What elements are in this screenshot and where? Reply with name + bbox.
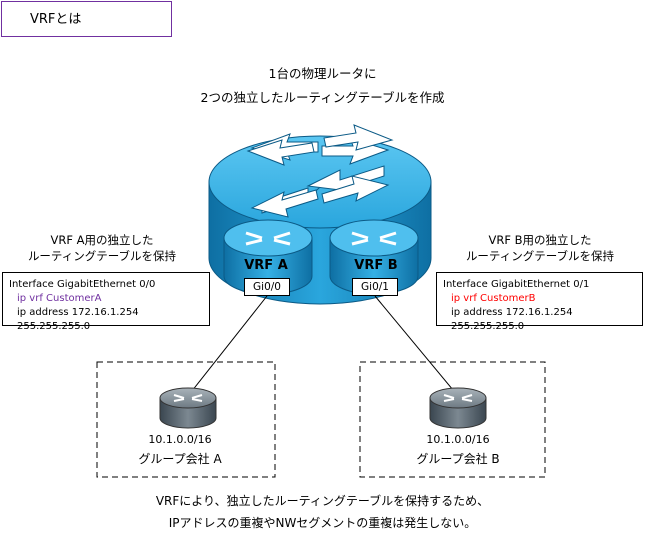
vrf-a-desc-line2: ルーティングテーブルを保持 xyxy=(27,249,177,263)
group-b-network: 10.1.0.0/16 xyxy=(426,433,490,446)
title-text: VRFとは xyxy=(30,12,82,27)
link-a xyxy=(187,295,268,397)
group-a-network: 10.1.0.0/16 xyxy=(148,433,212,446)
vrf-a-config-line1: Interface GigabitEthernet 0/0 xyxy=(9,279,156,290)
headline-line2: 2つの独立したルーティングテーブルを作成 xyxy=(200,90,445,105)
vrf-b-desc-line1: VRF B用の独立した xyxy=(488,233,592,247)
vrf-a-description: VRF A用の独立した ルーティングテーブルを保持 xyxy=(22,232,182,264)
vrf-b-config-line1: Interface GigabitEthernet 0/1 xyxy=(443,279,590,290)
group-b-box xyxy=(359,361,546,478)
vrf-b-config-line3: ip address 172.16.1.254 255.255.255.0 xyxy=(451,307,573,332)
vrf-a-config-line2: ip vrf CustomerA xyxy=(17,293,102,304)
vrf-a-config-line3: ip address 172.16.1.254 255.255.255.0 xyxy=(17,307,139,332)
interface-gi00-label: Gi0/0 xyxy=(244,278,290,296)
headline-line1: 1台の物理ルータに xyxy=(268,66,377,81)
vrf-a-desc-line1: VRF A用の独立した xyxy=(50,233,154,247)
title-box: VRFとは xyxy=(1,1,172,37)
group-a-box xyxy=(96,361,276,478)
group-b-router-icon xyxy=(429,387,487,429)
footer-line2: IPアドレスの重複やNWセグメントの重複は発生しない。 xyxy=(168,516,477,530)
group-a-label: グループ会社 A xyxy=(138,452,222,466)
vrf-b-config-line2: ip vrf CustomerB xyxy=(451,293,536,304)
interface-gi01-label: Gi0/1 xyxy=(352,278,398,296)
vrf-a-label: VRF A xyxy=(244,258,288,273)
vrf-b-description: VRF B用の独立した ルーティングテーブルを保持 xyxy=(460,232,620,264)
vrf-b-config-box: Interface GigabitEthernet 0/1 ip vrf Cus… xyxy=(436,272,643,332)
headline: 1台の物理ルータに 2つの独立したルーティングテーブルを作成 xyxy=(150,62,495,110)
vrf-b-label: VRF B xyxy=(354,258,398,273)
footer-note: VRFにより、独立したルーティングテーブルを保持するため、 IPアドレスの重複や… xyxy=(80,490,565,534)
vrf-b-desc-line2: ルーティングテーブルを保持 xyxy=(465,249,615,263)
link-b xyxy=(374,295,459,397)
group-a-router-icon xyxy=(159,387,217,429)
group-b-label: グループ会社 B xyxy=(416,452,500,466)
footer-line1: VRFにより、独立したルーティングテーブルを保持するため、 xyxy=(155,494,490,508)
vrf-a-config-box: Interface GigabitEthernet 0/0 ip vrf Cus… xyxy=(2,272,210,332)
